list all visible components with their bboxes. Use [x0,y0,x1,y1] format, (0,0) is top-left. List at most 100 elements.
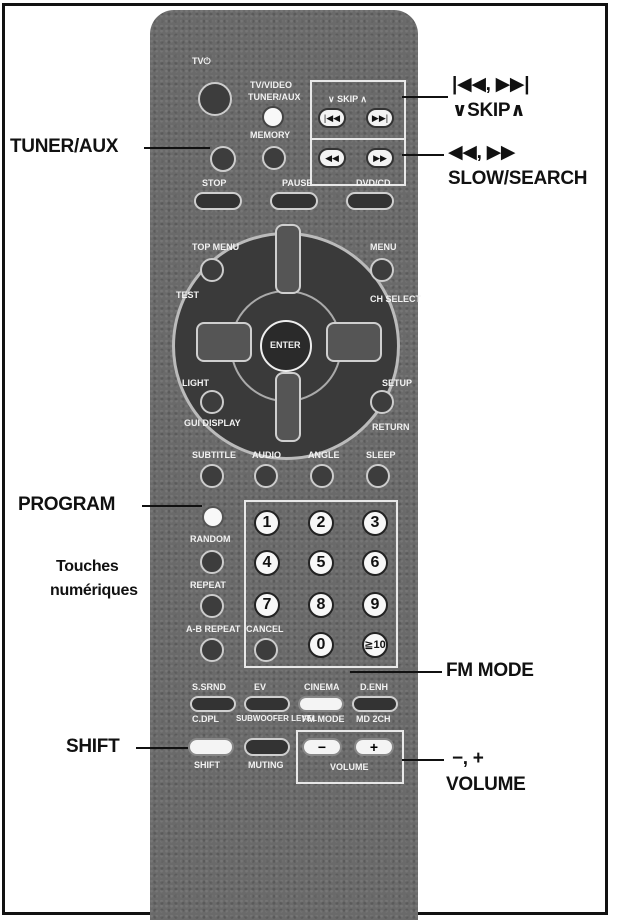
audio-label: AUDIO [252,450,281,460]
number-2-button[interactable]: 2 [308,510,334,536]
number-3-button[interactable]: 3 [362,510,388,536]
skip-forward-button[interactable]: ▶▶| [366,108,394,128]
search-back-button[interactable]: ◀◀ [318,148,346,168]
volume-up-button[interactable]: + [354,738,394,756]
angle-button[interactable] [310,464,334,488]
number-6-button[interactable]: 6 [362,550,388,576]
tv-power-button[interactable] [198,82,232,116]
shift-leader-line [136,747,188,749]
search-forward-button[interactable]: ▶▶ [366,148,394,168]
d-enh-button[interactable] [352,696,398,712]
search-callout-line1: ◀◀, ▶▶ [448,142,516,163]
random-button[interactable] [200,550,224,574]
tuner-aux-button[interactable] [210,146,236,172]
cancel-label: CANCEL [246,624,284,634]
skip-callout-line2: ∨SKIP∧ [452,100,526,121]
test-label: TEST [176,290,200,300]
play-button[interactable] [346,192,394,210]
memory-label: MEMORY [250,130,291,140]
search-leader-line [402,154,444,156]
stop-button[interactable] [194,192,242,210]
mch-label: MD 2CH [356,714,391,724]
light-label: LIGHT [182,378,209,388]
ch-select-label: CH SELECT [370,294,422,304]
dvd-cd-label: DVD/CD [356,178,391,188]
volume-callout-line2: VOLUME [446,774,526,795]
audio-button[interactable] [254,464,278,488]
cinema-button[interactable] [298,696,344,712]
setup-button[interactable] [370,390,394,414]
d-enh-label: D.ENH [360,682,389,692]
subtitle-label: SUBTITLE [192,450,236,460]
number-4-button[interactable]: 4 [254,550,280,576]
c-dpl-label: C.DPL [192,714,219,724]
search-callout-line2: SLOW/SEARCH [448,168,588,189]
volume-callout-line1: −, + [452,748,484,769]
number-1-button[interactable]: 1 [254,510,280,536]
number-pad [244,500,398,668]
tuner-aux-leader-line [144,147,210,149]
menu-label: MENU [370,242,397,252]
nav-up-button[interactable] [275,224,301,294]
remote-control: TV⏻ TV/VIDEO TUNER/AUX ∨ SKIP ∧ |◀◀ ▶▶| … [150,10,422,920]
tv-video-button[interactable] [262,106,284,128]
ev-button[interactable] [244,696,290,712]
shift-button[interactable] [188,738,234,756]
memory-button[interactable] [262,146,286,170]
touches-callout-line1: Touches [56,558,119,575]
number-9-button[interactable]: 9 [362,592,388,618]
subwoofer-level-label: SUBWOOFER LEVEL [236,714,317,723]
cinema-label: CINEMA [304,682,340,692]
repeat-button[interactable] [200,594,224,618]
top-menu-button[interactable] [200,258,224,282]
pause-button[interactable] [270,192,318,210]
s-srnd-button[interactable] [190,696,236,712]
number-10-plus-button[interactable]: ≧10 [362,632,388,658]
skip-label: ∨ SKIP ∧ [328,94,368,104]
muting-button[interactable] [244,738,290,756]
program-button[interactable] [202,506,224,528]
number-5-button[interactable]: 5 [308,550,334,576]
light-button[interactable] [200,390,224,414]
random-label: RANDOM [190,534,231,544]
volume-down-button[interactable]: − [302,738,342,756]
sleep-label: SLEEP [366,450,396,460]
fm-mode-label: FM MODE [302,714,345,724]
touches-callout-line2: numériques [50,582,138,599]
sleep-button[interactable] [366,464,390,488]
program-leader-line [142,505,202,507]
skip-back-button[interactable]: |◀◀ [318,108,346,128]
setup-label: SETUP [382,378,413,388]
menu-button[interactable] [370,258,394,282]
skip-callout-line1: |◀◀, ▶▶| [452,74,530,95]
fm-mode-callout: FM MODE [446,660,534,681]
subtitle-button[interactable] [200,464,224,488]
fm-mode-leader-line [350,671,442,673]
shift-callout: SHIFT [66,736,120,757]
number-7-button[interactable]: 7 [254,592,280,618]
ab-repeat-button[interactable] [200,638,224,662]
top-menu-label: TOP MENU [192,242,240,252]
nav-right-button[interactable] [326,322,382,362]
nav-down-button[interactable] [275,372,301,442]
volume-label: VOLUME [330,762,369,772]
return-label: RETURN [372,422,410,432]
tv-power-label: TV⏻ [192,56,211,66]
cancel-button[interactable] [254,638,278,662]
tv-video-label: TV/VIDEO [250,80,293,90]
tuner-aux-callout: TUNER/AUX [10,136,119,157]
number-8-button[interactable]: 8 [308,592,334,618]
nav-left-button[interactable] [196,322,252,362]
enter-button[interactable] [260,320,312,372]
stop-label: STOP [202,178,227,188]
volume-leader-line [402,759,444,761]
ev-label: EV [254,682,267,692]
muting-label: MUTING [248,760,284,770]
number-0-button[interactable]: 0 [308,632,334,658]
tuner-aux-label: TUNER/AUX [248,92,301,102]
pause-label: PAUSE [282,178,313,188]
gui-display-label: GUI DISPLAY [184,418,241,428]
shift-label: SHIFT [194,760,220,770]
volume-group [296,730,404,784]
ab-repeat-label: A-B REPEAT [186,624,241,634]
